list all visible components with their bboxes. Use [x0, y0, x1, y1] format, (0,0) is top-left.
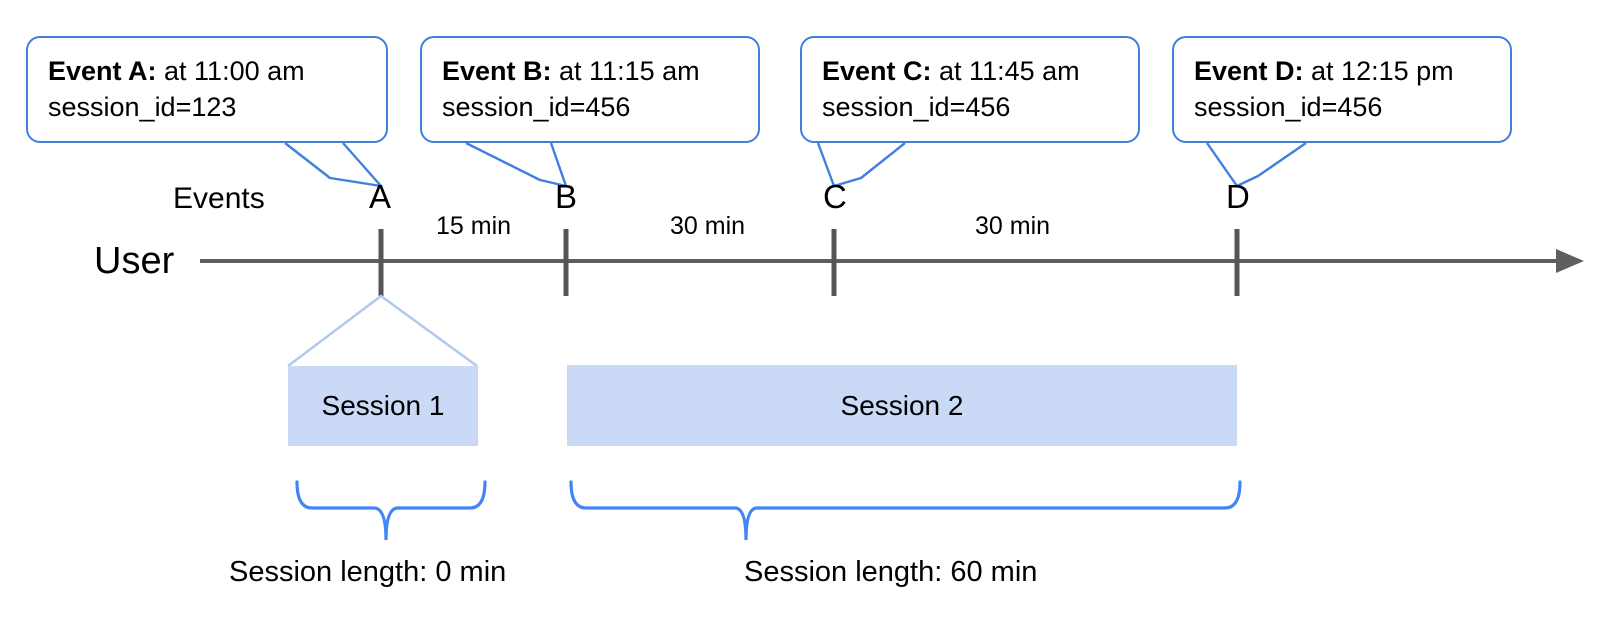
callout-d-line1: Event D: at 12:15 pm: [1194, 54, 1490, 90]
session-bar-1[interactable]: Session 1: [288, 366, 478, 446]
event-ticks: [378, 229, 1240, 296]
callout-tail-a: [284, 142, 383, 188]
callout-a-time: at 11:00 am: [156, 56, 305, 86]
callout-tail-b: [465, 141, 568, 188]
callout-event-a[interactable]: Event A: at 11:00 am session_id=123: [26, 36, 388, 143]
callout-c-lead: Event C:: [822, 56, 932, 86]
session2-brace: [569, 480, 1242, 541]
session-2-length-label: Session length: 60 min: [744, 556, 1038, 588]
callout-b-lead: Event B:: [442, 56, 552, 86]
callout-d-time: at 12:15 pm: [1303, 56, 1454, 86]
gap-label-c-d: 30 min: [975, 212, 1051, 240]
callout-event-d[interactable]: Event D: at 12:15 pm session_id=456: [1172, 36, 1512, 143]
callout-a-line1: Event A: at 11:00 am: [48, 54, 366, 90]
callout-c-line1: Event C: at 11:45 am: [822, 54, 1118, 90]
event-marker-a: A: [369, 178, 392, 215]
callout-b-time: at 11:15 am: [551, 56, 700, 86]
callout-a-lead: Event A:: [48, 56, 157, 86]
session-1-length-label: Session length: 0 min: [229, 556, 507, 588]
gap-label-a-b: 15 min: [436, 212, 512, 240]
callout-event-b[interactable]: Event B: at 11:15 am session_id=456: [420, 36, 760, 143]
callout-tail-c: [816, 142, 906, 188]
events-row-label: Events: [173, 182, 265, 215]
callout-c-line2: session_id=456: [822, 91, 1011, 122]
callout-d-line2: session_id=456: [1194, 91, 1383, 122]
session-bar-2[interactable]: Session 2: [567, 365, 1237, 446]
callout-c-time: at 11:45 am: [931, 56, 1080, 86]
user-row-label: User: [94, 240, 175, 282]
timeline-axis: [200, 249, 1584, 273]
callout-d-lead: Event D:: [1194, 56, 1304, 86]
callout-tail-d: [1206, 142, 1307, 188]
event-marker-c: C: [823, 178, 847, 215]
callout-b-line2: session_id=456: [442, 91, 631, 122]
session-bar-1-label: Session 1: [321, 390, 445, 421]
session1-connector: [287, 294, 478, 368]
session1-brace: [295, 480, 487, 541]
gap-label-b-c: 30 min: [670, 212, 746, 240]
callout-a-line2: session_id=123: [48, 91, 237, 122]
event-marker-b: B: [555, 178, 578, 215]
callout-b-line1: Event B: at 11:15 am: [442, 54, 738, 90]
session-bar-2-label: Session 2: [840, 389, 964, 421]
callout-event-c[interactable]: Event C: at 11:45 am session_id=456: [800, 36, 1140, 143]
event-marker-d: D: [1226, 178, 1250, 215]
